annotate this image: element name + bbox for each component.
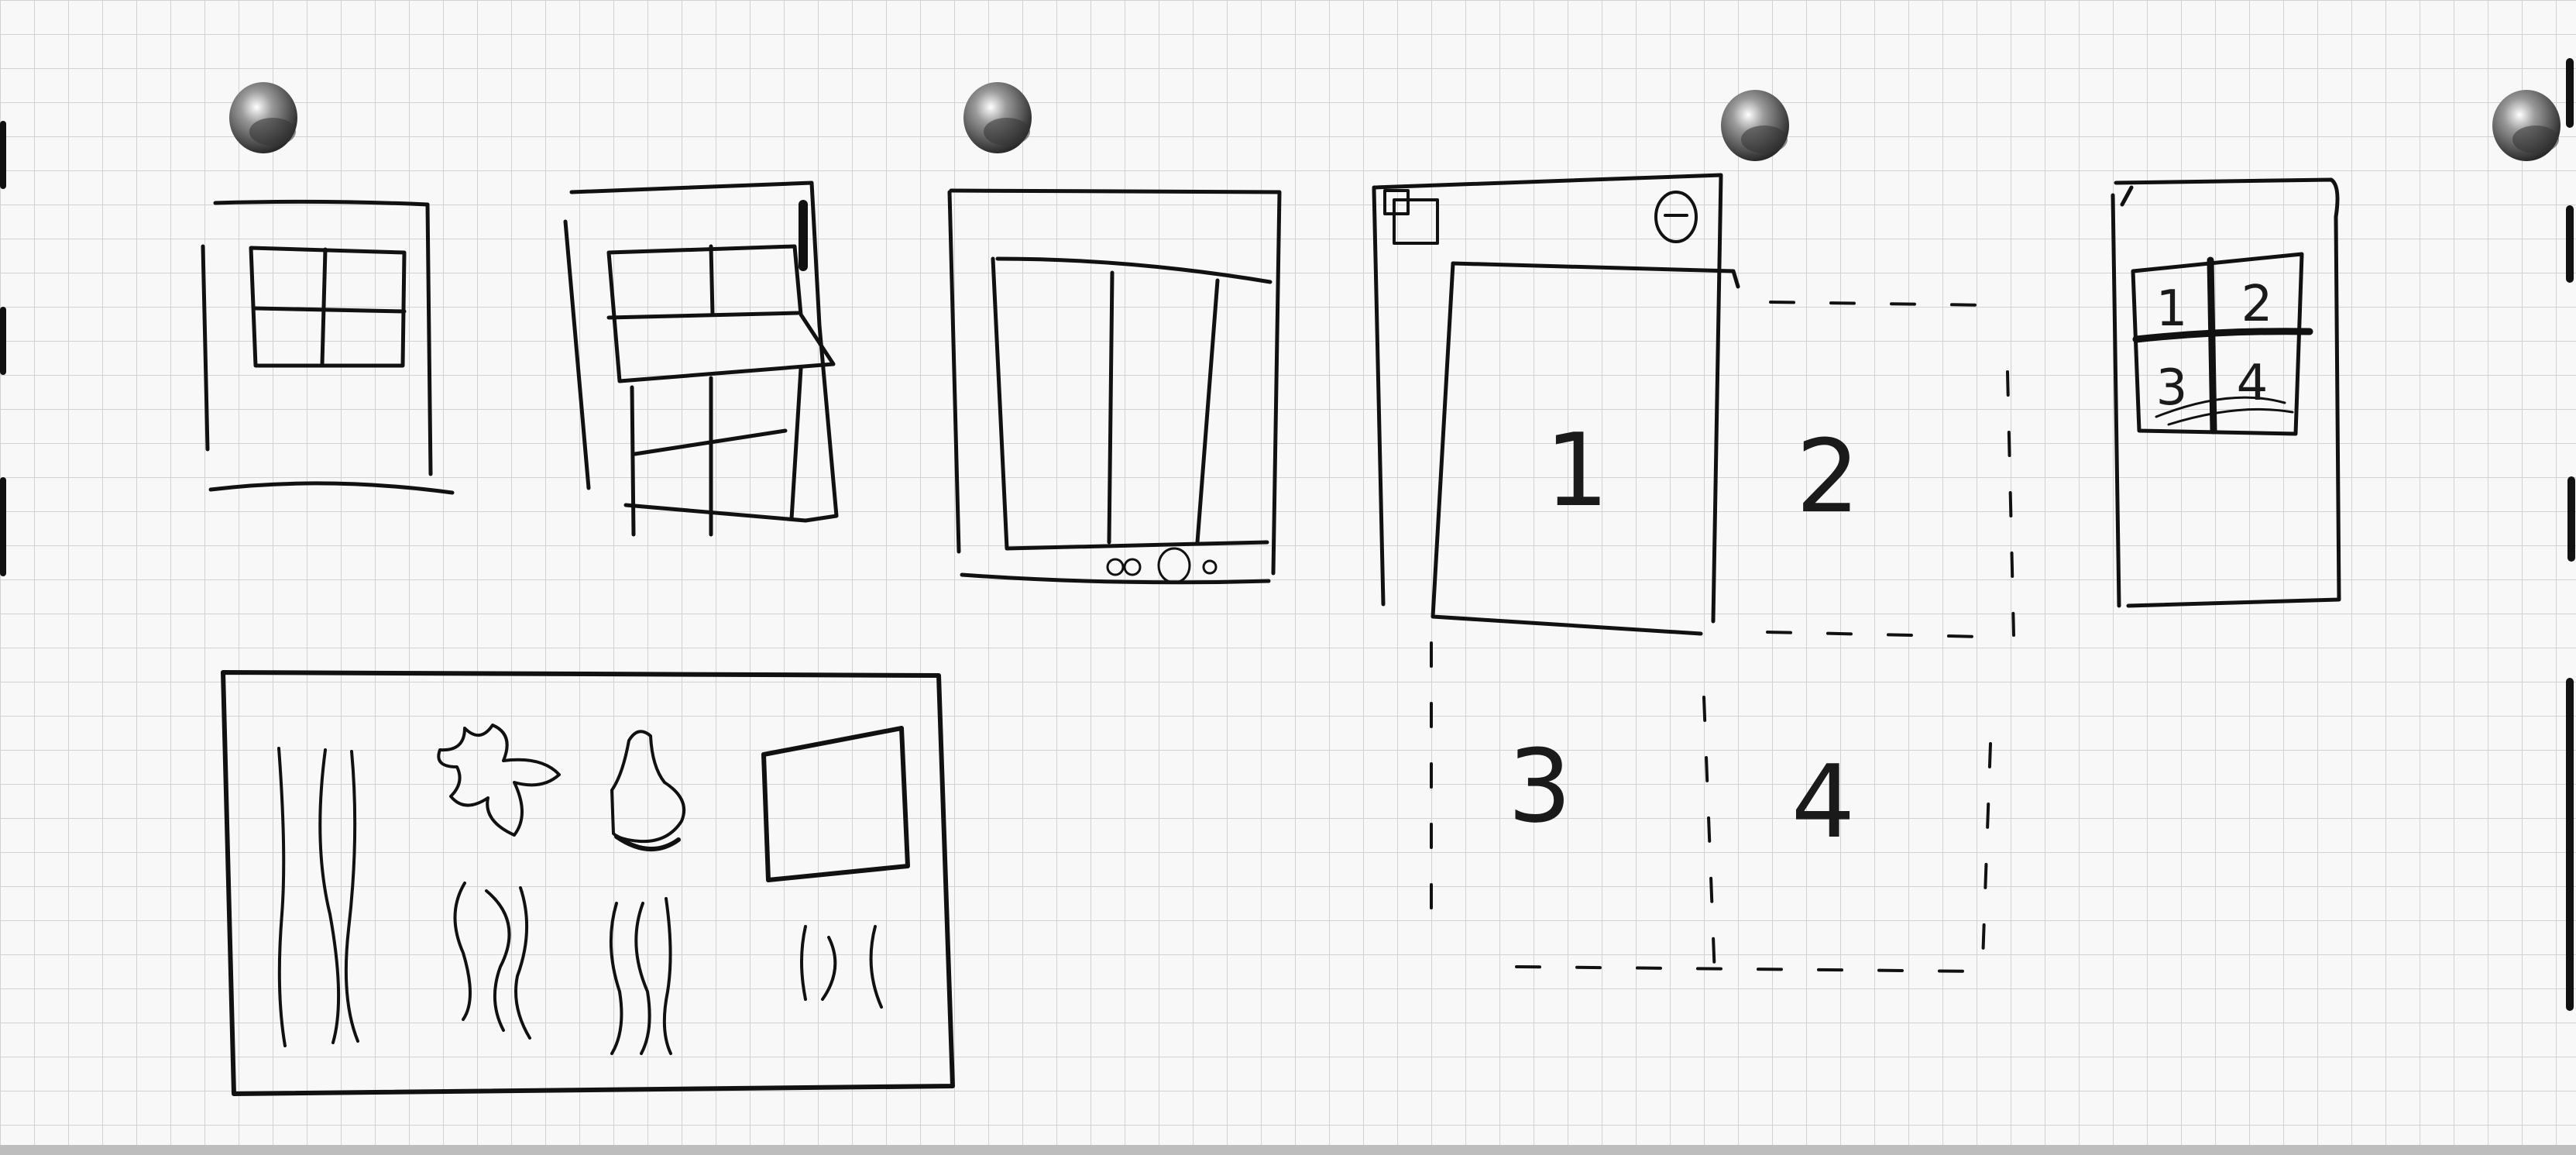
sketch-tablet-split (1372, 173, 2015, 978)
grid-number-2: 2 (2241, 276, 2273, 333)
pane-number-4: 4 (1791, 743, 1856, 861)
pushpin-icon (1721, 90, 1789, 161)
sketch-phone-quad (201, 199, 455, 495)
sketch-phone-scroll-grid (563, 180, 839, 537)
grid-number-3: 3 (2156, 359, 2188, 417)
grid-number-1: 1 (2156, 280, 2188, 338)
pane-number-2: 2 (1796, 418, 1860, 535)
sketch-landscape-icon-sheet (221, 670, 955, 1096)
pane-number-3: 3 (1508, 727, 1572, 845)
paper-right-edge (2566, 58, 2575, 1011)
pushpin-icon (2492, 90, 2561, 161)
grid-number-4: 4 (2237, 355, 2269, 412)
window-stack-icon (1383, 189, 1439, 245)
sketch-tablet-columns (947, 188, 1282, 585)
scrollbar-handle (799, 200, 808, 271)
minus-icon (1654, 191, 1698, 243)
pane-number-1: 1 (1545, 411, 1609, 529)
paper-bottom-edge (0, 1145, 2576, 1155)
pushpin-icon (963, 82, 1032, 153)
home-button-icon (1106, 547, 1218, 584)
sketch-phone-numbered-grid (2111, 177, 2341, 608)
pushpin-icon (229, 82, 297, 153)
